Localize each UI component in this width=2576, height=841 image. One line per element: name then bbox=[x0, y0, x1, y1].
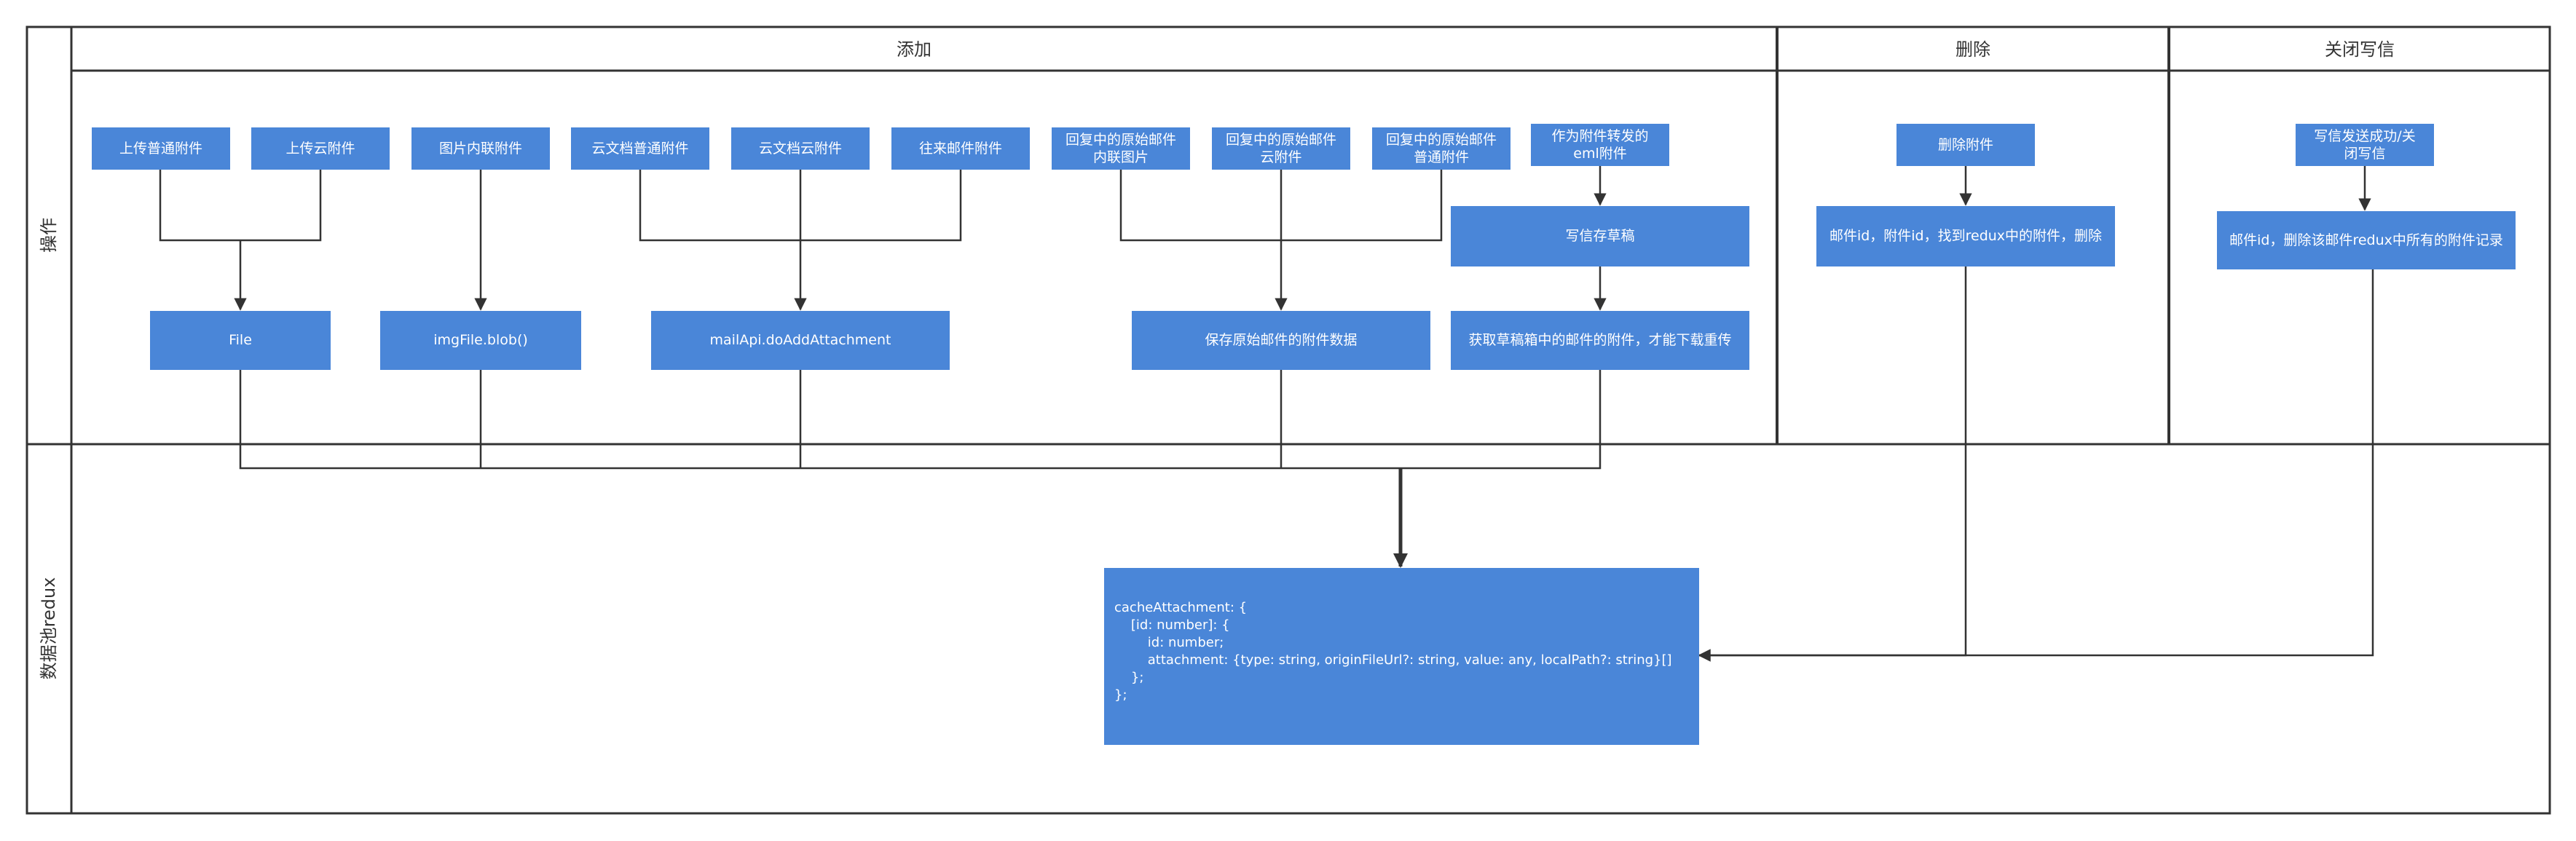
node-past-mail-label: 往来邮件附件 bbox=[919, 141, 1002, 157]
node-forward-eml-label: 作为附件转发的 eml附件 bbox=[1551, 128, 1648, 162]
text-line: 邮件id，附件id，找到redux中的附件，删除 bbox=[1829, 228, 2102, 244]
row-header-datapool: 数据池redux bbox=[39, 577, 59, 680]
node-mailapi-add-label: mailApi.doAddAttachment bbox=[710, 332, 891, 348]
node-file-label: File bbox=[229, 332, 252, 348]
text-line: attachment: {type: string, originFileUrl… bbox=[1114, 652, 1672, 668]
text-line: mailApi.doAddAttachment bbox=[710, 332, 891, 348]
node-delete-attachment-label: 删除附件 bbox=[1938, 137, 1993, 153]
text-line: }; bbox=[1114, 687, 1127, 703]
edge-upload-merge bbox=[159, 170, 322, 242]
node-reply-normal: 回复中的原始邮件普通附件 bbox=[1372, 127, 1510, 170]
text-line: eml附件 bbox=[1573, 146, 1626, 162]
node-clouddoc-cloud-label: 云文档云附件 bbox=[759, 141, 842, 157]
column-header-close: 关闭写信 bbox=[2325, 39, 2395, 60]
column-header-add: 添加 bbox=[897, 39, 931, 60]
node-remove-all-label: 邮件id，删除该邮件redux中所有的附件记录 bbox=[2229, 232, 2503, 248]
node-reply-normal-label: 回复中的原始邮件普通附件 bbox=[1386, 132, 1497, 165]
edge-bus bbox=[239, 370, 1602, 470]
text-line: 作为附件转发的 bbox=[1551, 128, 1648, 144]
node-upload-normal: 上传普通附件 bbox=[92, 127, 230, 170]
node-remove-all: 邮件id，删除该邮件redux中所有的附件记录 bbox=[2217, 211, 2516, 269]
text-line: 写信存草稿 bbox=[1565, 228, 1634, 244]
node-save-draft: 写信存草稿 bbox=[1451, 206, 1749, 266]
node-reply-cloud: 回复中的原始邮件云附件 bbox=[1212, 127, 1350, 170]
text-line: 图片内联附件 bbox=[439, 141, 522, 157]
column-header-delete: 删除 bbox=[1955, 39, 1990, 60]
text-line: 闭写信 bbox=[2344, 146, 2385, 162]
node-imgfile-blob-label: imgFile.blob() bbox=[433, 332, 528, 348]
text-line: 往来邮件附件 bbox=[919, 141, 1002, 157]
text-line: 内联图片 bbox=[1093, 149, 1149, 165]
outer-border bbox=[25, 25, 2551, 815]
node-imgfile-blob: imgFile.blob() bbox=[380, 311, 581, 370]
text-line: 云附件 bbox=[1260, 149, 1301, 165]
text-line: 上传云附件 bbox=[285, 141, 355, 157]
edge-close-to-cache bbox=[1699, 269, 2374, 657]
nodes: 上传普通附件 上传云附件 图片内联附件 云文档普通附件 云文档云附件 往来邮件附… bbox=[92, 124, 2516, 745]
node-send-success-label: 写信发送成功/关闭写信 bbox=[2314, 128, 2415, 162]
text-line: 回复中的原始邮件 bbox=[1386, 132, 1497, 148]
node-save-original: 保存原始邮件的附件数据 bbox=[1132, 311, 1430, 370]
text-line: cacheAttachment: { bbox=[1114, 600, 1247, 615]
node-forward-eml: 作为附件转发的 eml附件 bbox=[1531, 124, 1669, 166]
node-inline-image: 图片内联附件 bbox=[411, 127, 550, 170]
text-line: 邮件id，删除该邮件redux中所有的附件记录 bbox=[2229, 232, 2503, 248]
text-line: 云文档云附件 bbox=[759, 141, 842, 157]
node-upload-cloud-label: 上传云附件 bbox=[285, 141, 355, 157]
node-fetch-draft-label: 获取草稿箱中的邮件的附件，才能下载重传 bbox=[1468, 332, 1731, 348]
node-fetch-draft: 获取草稿箱中的邮件的附件，才能下载重传 bbox=[1451, 311, 1749, 370]
node-inline-image-label: 图片内联附件 bbox=[439, 141, 522, 157]
text-line: 写信发送成功/关 bbox=[2314, 128, 2415, 144]
node-save-draft-label: 写信存草稿 bbox=[1565, 228, 1634, 244]
node-cache-attachment: cacheAttachment: { [id: number]: { id: n… bbox=[1104, 568, 1699, 745]
text-line: 删除附件 bbox=[1938, 137, 1993, 153]
node-delete-attachment: 删除附件 bbox=[1896, 124, 2035, 166]
text-line: File bbox=[229, 332, 252, 348]
swimlane-frame bbox=[25, 25, 2551, 815]
node-file: File bbox=[150, 311, 331, 370]
text-line: 回复中的原始邮件 bbox=[1066, 132, 1176, 148]
text-line: 回复中的原始邮件 bbox=[1226, 132, 1336, 148]
node-reply-inline-label: 回复中的原始邮件内联图片 bbox=[1066, 132, 1176, 165]
node-mailapi-add: mailApi.doAddAttachment bbox=[651, 311, 950, 370]
node-delete-desc: 邮件id，附件id，找到redux中的附件，删除 bbox=[1816, 206, 2115, 266]
text-line: 保存原始邮件的附件数据 bbox=[1205, 332, 1357, 348]
node-delete-desc-label: 邮件id，附件id，找到redux中的附件，删除 bbox=[1829, 228, 2102, 244]
node-save-original-label: 保存原始邮件的附件数据 bbox=[1205, 332, 1357, 348]
row-header-operation: 操作 bbox=[39, 218, 59, 253]
cache-attachment-code: cacheAttachment: { [id: number]: { id: n… bbox=[1114, 600, 1672, 703]
text-line: 获取草稿箱中的邮件的附件，才能下载重传 bbox=[1468, 332, 1731, 348]
text-line: 普通附件 bbox=[1414, 149, 1469, 165]
node-clouddoc-normal: 云文档普通附件 bbox=[571, 127, 709, 170]
text-line: 云文档普通附件 bbox=[591, 141, 688, 157]
node-upload-cloud: 上传云附件 bbox=[251, 127, 390, 170]
node-clouddoc-cloud: 云文档云附件 bbox=[731, 127, 870, 170]
node-reply-inline: 回复中的原始邮件内联图片 bbox=[1052, 127, 1190, 170]
node-past-mail: 往来邮件附件 bbox=[891, 127, 1030, 170]
text-line: imgFile.blob() bbox=[433, 332, 528, 348]
connectors bbox=[159, 166, 2374, 662]
text-line: }; bbox=[1114, 670, 1143, 685]
node-send-success: 写信发送成功/关闭写信 bbox=[2296, 124, 2434, 166]
node-upload-normal-label: 上传普通附件 bbox=[119, 141, 202, 157]
text-line: id: number; bbox=[1114, 635, 1224, 650]
node-clouddoc-normal-label: 云文档普通附件 bbox=[591, 141, 688, 157]
node-reply-cloud-label: 回复中的原始邮件云附件 bbox=[1226, 132, 1336, 165]
text-line: [id: number]: { bbox=[1114, 617, 1230, 633]
text-line: 上传普通附件 bbox=[119, 141, 202, 157]
